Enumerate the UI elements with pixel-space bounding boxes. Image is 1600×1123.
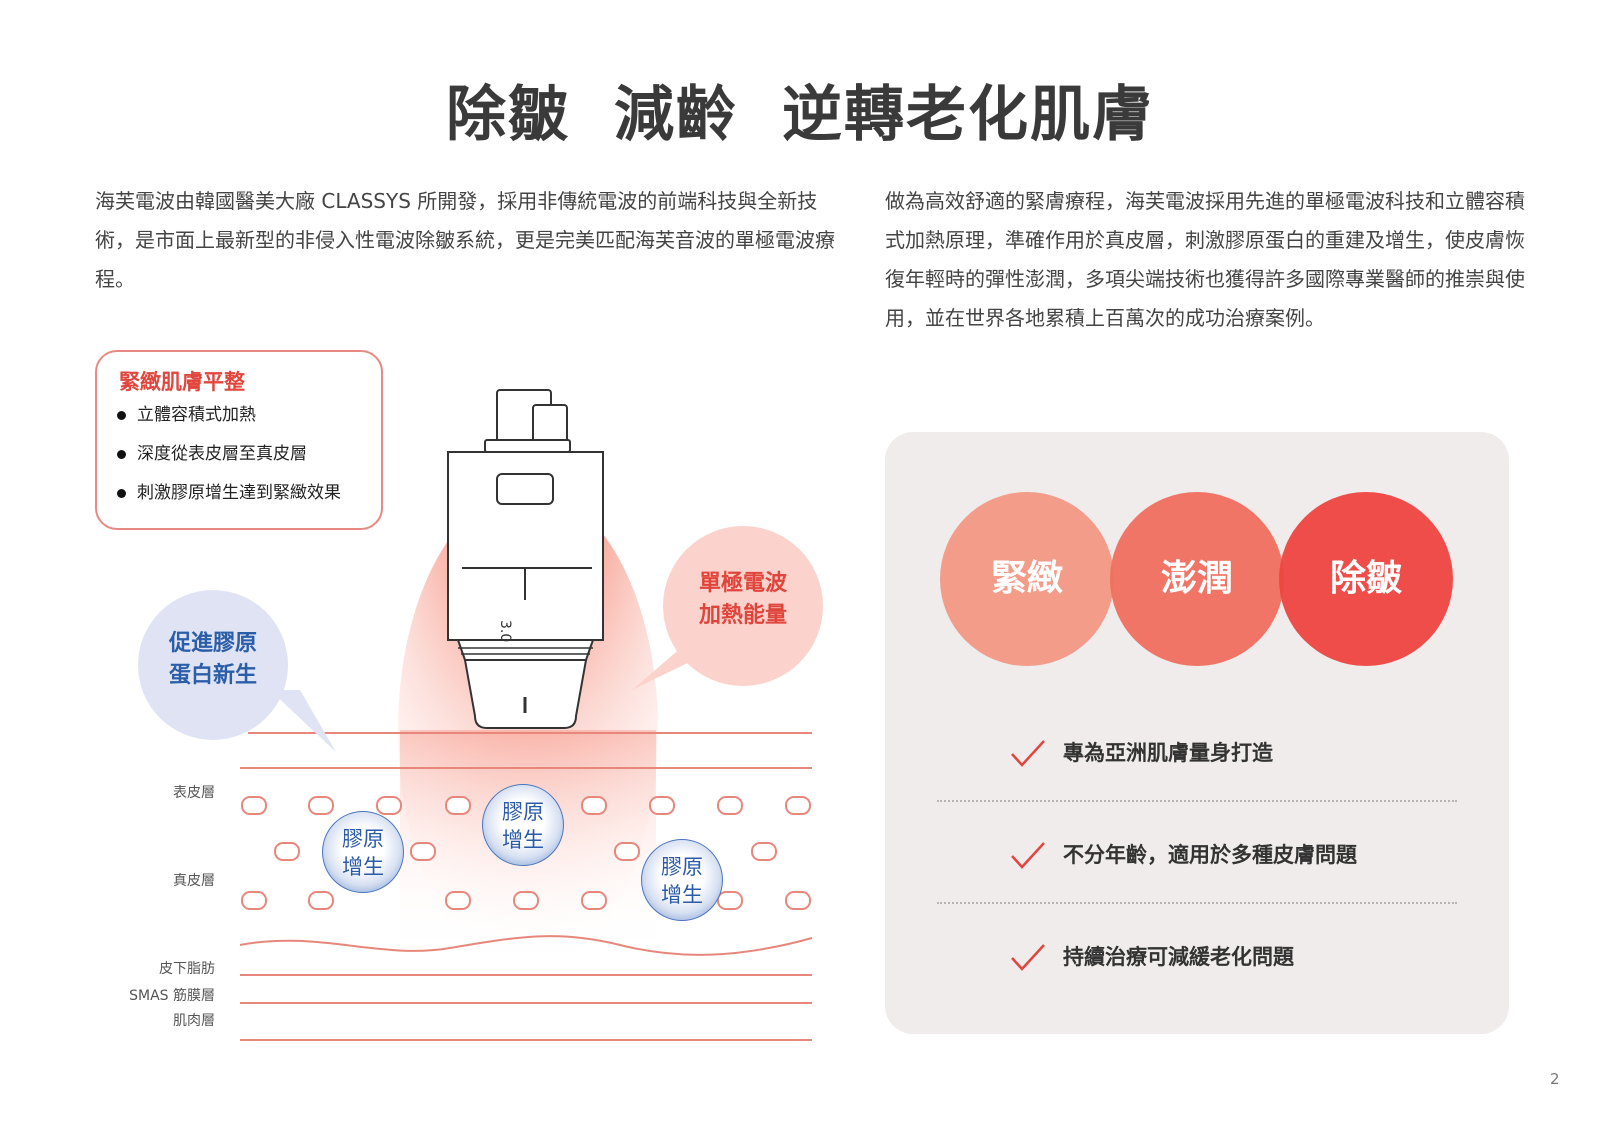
- feature-list: 立體容積式加熱 深度從表皮層至真皮層 刺激膠原增生達到緊緻效果: [117, 404, 341, 521]
- feature-box-title: 緊緻肌膚平整: [119, 370, 245, 394]
- promote-line-2: 蛋白新生: [168, 663, 257, 688]
- collagen-circle: [482, 784, 564, 866]
- feature-item: 刺激膠原增生達到緊緻效果: [117, 482, 341, 521]
- intro-right-paragraph: 做為高效舒適的緊膚療程，海芙電波採用先進的單極電波科技和立體容積式加熱原理，準確…: [885, 189, 1525, 330]
- promote-bubble-text: 促進膠原 蛋白新生: [138, 628, 288, 692]
- check-icon: [1011, 944, 1045, 971]
- collagen-circle: [322, 811, 404, 893]
- layer-label-epidermis: 表皮層: [173, 785, 215, 801]
- rf-line-2: 加熱能量: [698, 603, 787, 628]
- rf-device: [447, 389, 604, 729]
- layer-label-smas: SMAS 筋膜層: [129, 988, 215, 1004]
- collagen-label-line: 膠原: [342, 827, 384, 851]
- collagen-label-line: 增生: [342, 855, 384, 879]
- promote-bubble-tail: [270, 690, 336, 752]
- collagen-label-line: 膠原: [502, 800, 544, 824]
- feature-item: 立體容積式加熱: [117, 404, 341, 443]
- rf-energy-bubble: [663, 526, 823, 686]
- layer-label-dermis: 真皮層: [173, 873, 215, 889]
- benefit-circle-label: 緊緻: [990, 558, 1063, 599]
- collagen-label: 膠原 增生: [322, 825, 404, 881]
- collagen-circle: [641, 839, 723, 921]
- benefit-circle-firming: [940, 492, 1114, 666]
- title-part-3: 逆轉老化肌膚: [782, 80, 1154, 150]
- device-scale-label: 3.0: [497, 620, 513, 643]
- rf-line-1: 單極電波: [698, 571, 787, 596]
- title-part-2: 減齡: [614, 80, 738, 150]
- benefit-circle-wrinkle: [1279, 492, 1453, 666]
- collagen-label-line: 增生: [661, 883, 703, 907]
- rf-energy-text: 單極電波 加熱能量: [663, 568, 823, 632]
- skin-cells: [241, 796, 811, 910]
- layer-lines: [239, 732, 813, 1041]
- feature-item: 深度從表皮層至真皮層: [117, 443, 341, 482]
- benefit-circle-plumping: [1110, 492, 1284, 666]
- benefit-circle-label: 除皺: [1329, 558, 1402, 599]
- checklist-item: 專為亞洲肌膚量身打造: [1063, 741, 1273, 765]
- checklist-item: 不分年齡，適用於多種皮膚問題: [1063, 843, 1357, 867]
- checklist-divider: [937, 902, 1457, 904]
- collagen-label-line: 增生: [502, 828, 544, 852]
- check-icon: [1011, 842, 1045, 869]
- intro-left-paragraph: 海芙電波由韓國醫美大廠 CLASSYS 所開發，採用非傳統電波的前端科技與全新技…: [95, 189, 835, 291]
- layer-label-fat: 皮下脂肪: [159, 961, 215, 977]
- collagen-label-line: 膠原: [661, 855, 703, 879]
- page-number: 2: [1550, 1070, 1560, 1088]
- benefit-circle-label: 澎潤: [1160, 558, 1233, 599]
- skin-diagram: [239, 389, 813, 1041]
- checklist-divider: [937, 800, 1457, 802]
- feature-box: 緊緻肌膚平整 立體容積式加熱 深度從表皮層至真皮層 刺激膠原增生達到緊緻效果: [95, 350, 383, 530]
- promote-line-1: 促進膠原: [168, 631, 257, 656]
- collagen-label: 膠原 增生: [641, 853, 723, 909]
- page-title: 除皺減齡逆轉老化肌膚: [0, 66, 1600, 153]
- layer-label-muscle: 肌肉層: [173, 1013, 215, 1029]
- check-icon: [1011, 740, 1045, 767]
- promote-bubble: [138, 590, 288, 740]
- checklist-item: 持續治療可減緩老化問題: [1063, 945, 1294, 969]
- collagen-label: 膠原 增生: [482, 798, 564, 854]
- title-part-1: 除皺: [446, 80, 570, 150]
